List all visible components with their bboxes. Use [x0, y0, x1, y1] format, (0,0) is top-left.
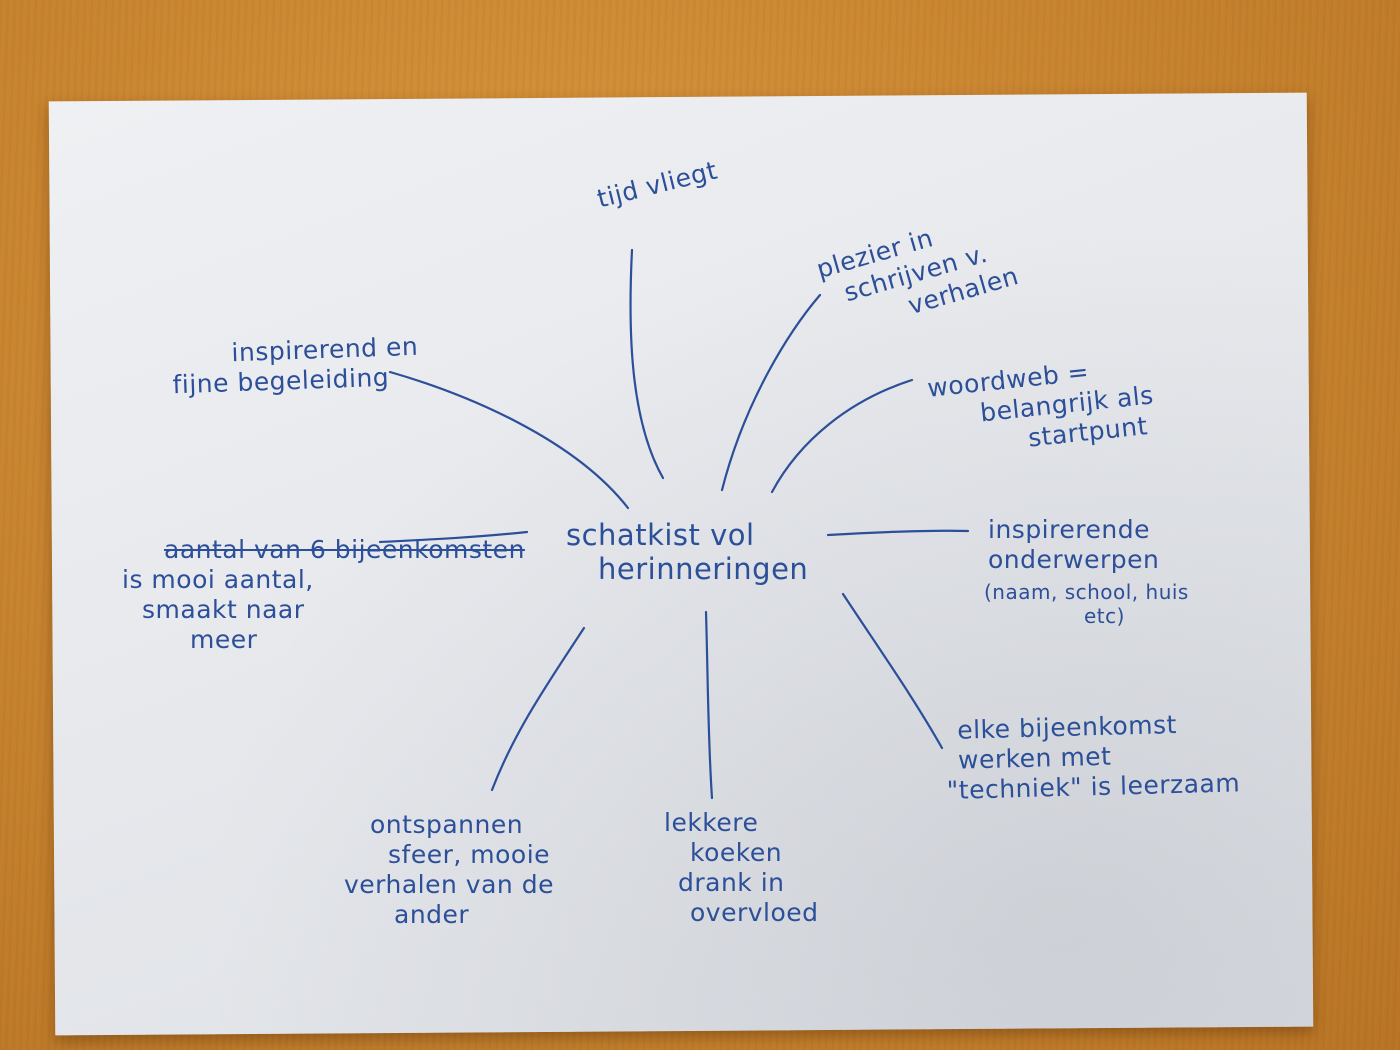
node-top-left: inspirerend en fijne begeleiding	[172, 331, 419, 400]
branch-line-right-upper	[770, 378, 914, 494]
center-node: schatkist vol herinneringen	[566, 518, 809, 586]
branch-line-bottom-left	[490, 626, 586, 792]
node-left: aantal van 6 bijeenkomsten is mooi aanta…	[122, 535, 525, 654]
branch-line-bottom-right	[841, 592, 944, 750]
branch-line-top	[629, 248, 665, 480]
node-right: inspirerende onderwerpen	[988, 515, 1160, 574]
branch-line-top-right	[720, 293, 822, 492]
branch-line-right	[826, 529, 970, 537]
node-bottom: lekkere koeken drank in overvloed	[664, 808, 819, 927]
node-bottom-right: elke bijeenkomst werken met "techniek" i…	[946, 709, 1241, 805]
node-right-note: (naam, school, huis etc)	[984, 580, 1189, 628]
branch-line-bottom	[704, 610, 714, 800]
node-bottom-left: ontspannen sfeer, mooie verhalen van de …	[344, 810, 554, 929]
branch-line-left	[378, 530, 529, 544]
branch-line-top-left	[388, 370, 630, 510]
